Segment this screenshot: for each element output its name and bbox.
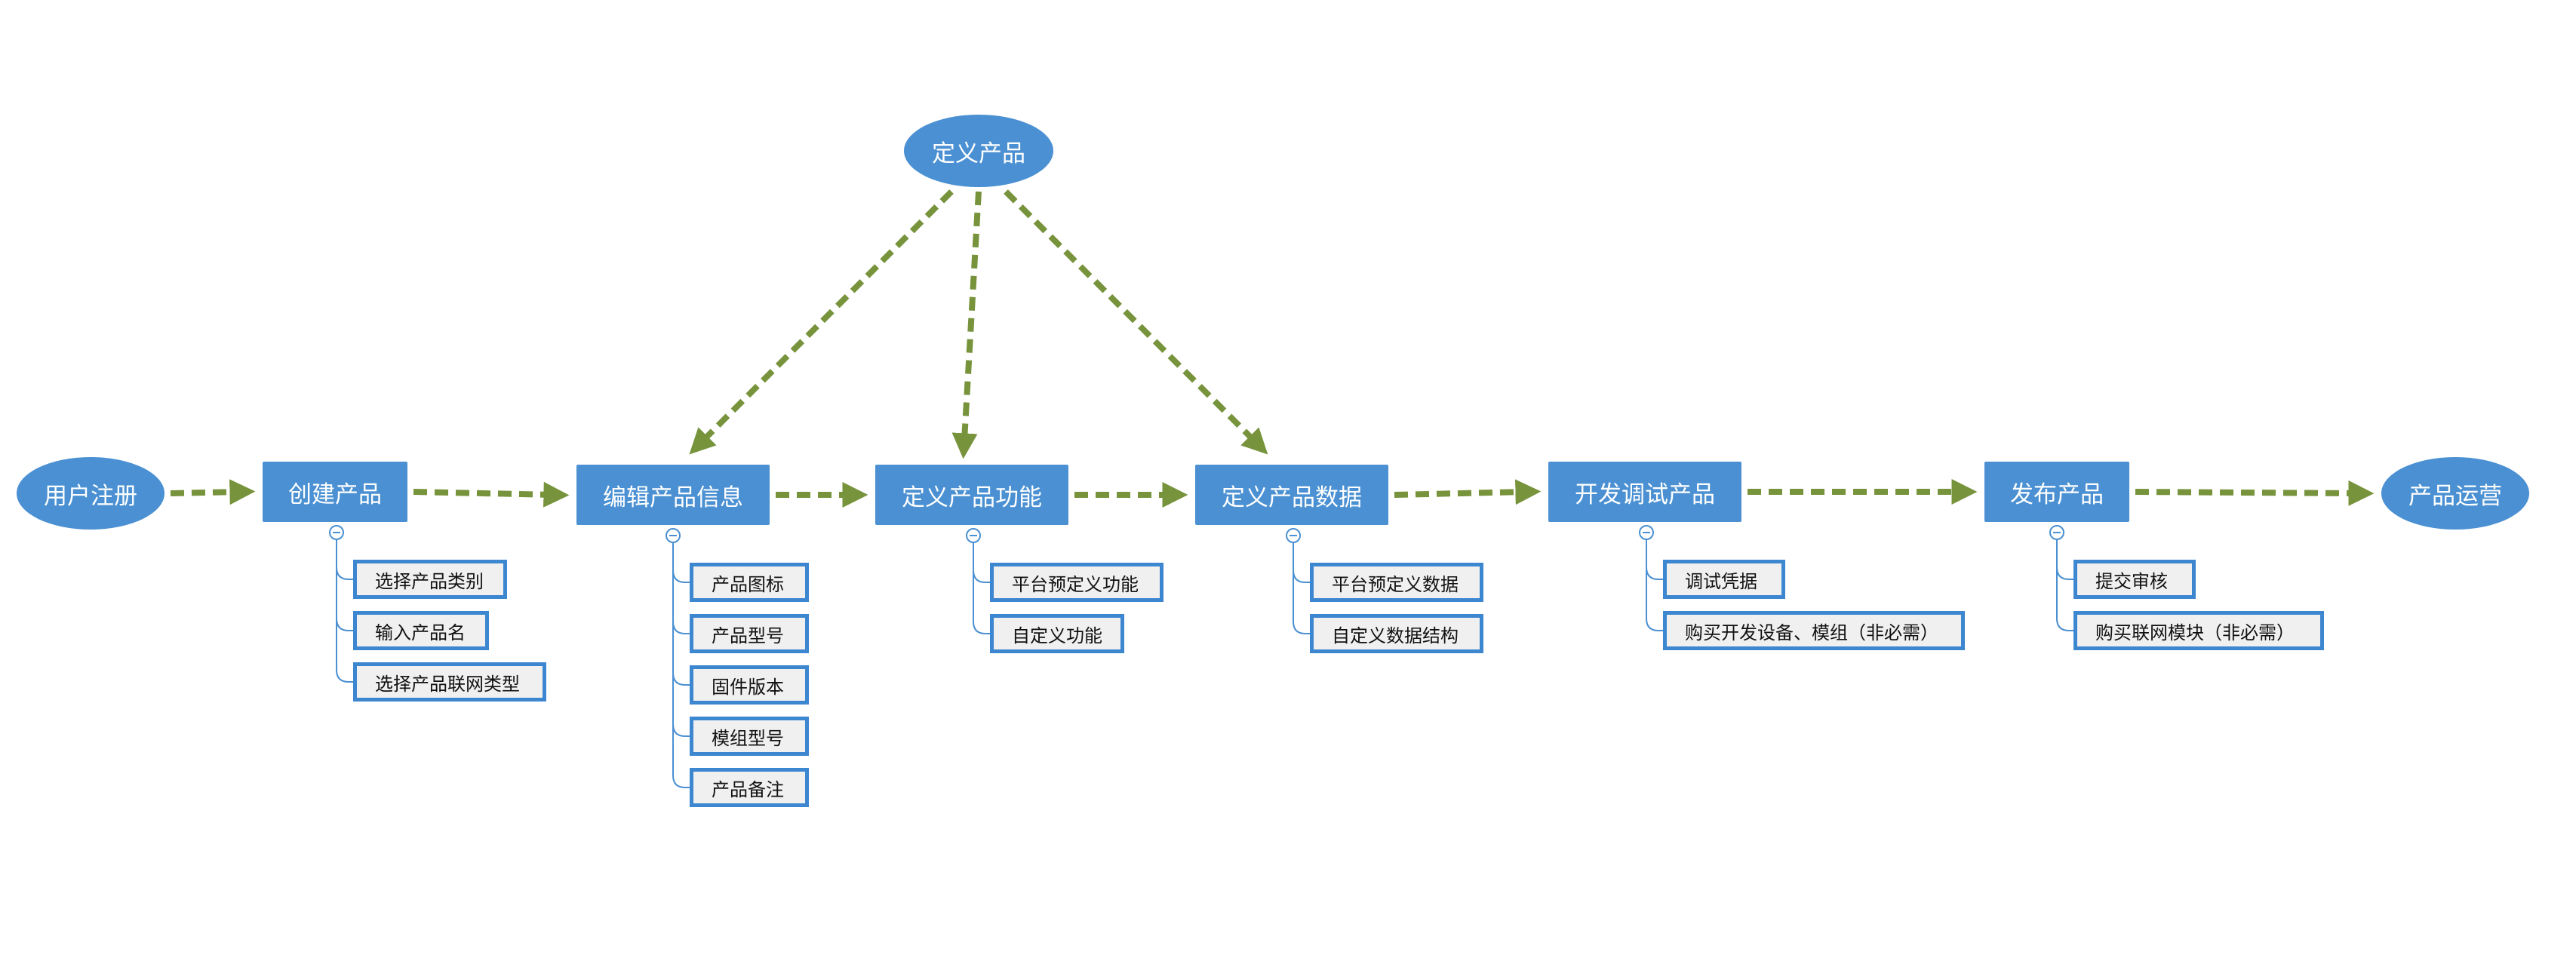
tree-branch-line [973, 621, 990, 634]
node-operate-label: 产品运营 [2408, 482, 2502, 510]
node-publish-label: 发布产品 [2010, 480, 2104, 508]
sub-item-label: 选择产品类别 [375, 570, 484, 592]
sub-item-product-model[interactable]: 产品型号 [690, 614, 809, 653]
flow-arrow-1 [413, 481, 570, 508]
minus-icon [1643, 532, 1650, 533]
sub-item-label: 产品图标 [712, 573, 784, 595]
sub-item-buy-network-module[interactable]: 购买联网模块（非必需） [2073, 611, 2324, 650]
sub-item-label: 输入产品名 [375, 622, 466, 643]
flow-arrow-4 [1394, 479, 1542, 505]
tree-branch-line [672, 672, 690, 686]
sub-item-label: 选择产品联网类型 [375, 673, 520, 695]
sub-item-label: 自定义功能 [1012, 625, 1102, 646]
sub-item-debug-credentials[interactable]: 调试凭据 [1663, 560, 1785, 599]
tree-branch-line [1646, 566, 1663, 580]
tree-branch-line [1293, 621, 1310, 634]
tree-branch-line [672, 621, 690, 634]
sub-item-select-category[interactable]: 选择产品类别 [353, 560, 507, 599]
node-user-register-label: 用户注册 [44, 482, 137, 510]
node-define-function-label: 定义产品功能 [902, 484, 1042, 511]
sub-item-submit-review[interactable]: 提交审核 [2073, 560, 2196, 599]
node-define-product-label: 定义产品 [932, 140, 1025, 167]
tree-branch-line [672, 569, 690, 583]
collapse-toggle-define-data[interactable] [1286, 528, 1301, 543]
minus-icon [669, 535, 677, 536]
collapse-toggle-create-product[interactable] [329, 525, 344, 540]
sub-item-label: 模组型号 [712, 727, 784, 749]
define-arrow-1 [951, 191, 982, 459]
collapse-toggle-publish[interactable] [2049, 525, 2064, 540]
node-define-product[interactable]: 定义产品 [904, 115, 1053, 187]
node-operate[interactable]: 产品运营 [2381, 457, 2529, 530]
node-publish[interactable]: 发布产品 [1984, 462, 2129, 522]
minus-icon [1290, 535, 1297, 536]
sub-item-module-model[interactable]: 模组型号 [690, 717, 809, 756]
node-edit-info[interactable]: 编辑产品信息 [576, 465, 770, 525]
tree-branch-line [336, 618, 353, 631]
sub-item-buy-dev-devices[interactable]: 购买开发设备、模组（非必需） [1663, 611, 1965, 650]
minus-icon [2053, 532, 2061, 533]
sub-item-label: 固件版本 [712, 676, 784, 698]
sub-item-label: 购买联网模块（非必需） [2095, 622, 2295, 643]
tree-branch-line [973, 569, 990, 583]
tree-branch-line [672, 775, 690, 788]
sub-item-label: 提交审核 [2095, 570, 2168, 592]
tree-branch-line [1293, 569, 1310, 583]
sub-item-label: 调试凭据 [1685, 570, 1757, 592]
node-define-data[interactable]: 定义产品数据 [1195, 465, 1388, 525]
define-arrow-2 [1004, 189, 1268, 455]
sub-item-label: 购买开发设备、模组（非必需） [1685, 622, 1938, 643]
sub-item-select-network-type[interactable]: 选择产品联网类型 [353, 662, 546, 702]
node-define-data-label: 定义产品数据 [1222, 484, 1362, 511]
tree-branch-line [1646, 618, 1663, 631]
node-create-product[interactable]: 创建产品 [263, 462, 407, 522]
node-define-function[interactable]: 定义产品功能 [875, 465, 1068, 525]
node-develop-debug[interactable]: 开发调试产品 [1548, 462, 1741, 522]
define-arrow-0 [689, 189, 954, 455]
minus-icon [970, 535, 977, 536]
sub-item-product-icon[interactable]: 产品图标 [690, 563, 809, 602]
sub-item-custom-data-structure[interactable]: 自定义数据结构 [1310, 614, 1483, 653]
tree-branch-line [336, 669, 353, 683]
node-create-product-label: 创建产品 [288, 480, 382, 508]
tree-branch-line [336, 566, 353, 580]
sub-item-firmware-version[interactable]: 固件版本 [690, 665, 809, 705]
tree-branch-line [2056, 566, 2073, 580]
sub-item-platform-data[interactable]: 平台预定义数据 [1310, 563, 1483, 602]
sub-item-input-name[interactable]: 输入产品名 [353, 611, 489, 650]
minus-icon [333, 532, 340, 533]
sub-item-label: 产品备注 [712, 778, 784, 800]
sub-item-label: 平台预定义数据 [1332, 573, 1459, 595]
collapse-toggle-define-function[interactable] [966, 528, 981, 543]
sub-item-label: 平台预定义功能 [1012, 573, 1139, 595]
sub-item-product-note[interactable]: 产品备注 [690, 768, 809, 807]
flow-arrow-6 [2135, 480, 2375, 506]
node-develop-debug-label: 开发调试产品 [1575, 480, 1715, 508]
sub-item-label: 自定义数据结构 [1332, 625, 1459, 646]
sub-item-custom-functions[interactable]: 自定义功能 [990, 614, 1124, 653]
node-user-register[interactable]: 用户注册 [17, 457, 164, 530]
flow-arrow-0 [170, 479, 256, 505]
collapse-toggle-edit-info[interactable] [666, 528, 681, 543]
sub-item-platform-functions[interactable]: 平台预定义功能 [990, 563, 1164, 602]
node-edit-info-label: 编辑产品信息 [603, 484, 743, 511]
sub-item-label: 产品型号 [712, 625, 784, 646]
tree-branch-line [672, 723, 690, 737]
collapse-toggle-develop-debug[interactable] [1639, 525, 1654, 540]
tree-branch-line [2056, 618, 2073, 631]
